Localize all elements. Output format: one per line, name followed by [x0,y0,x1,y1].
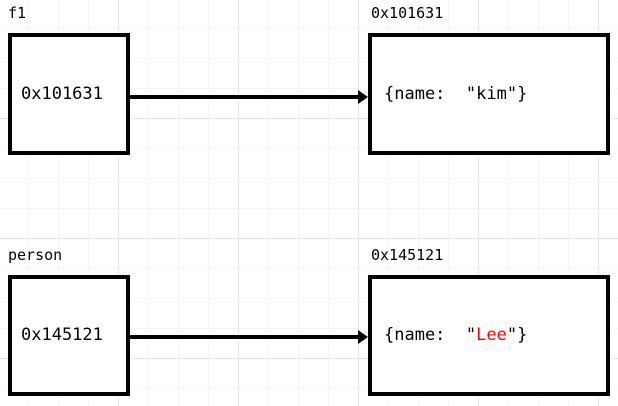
pointer-edge-f1 [130,95,361,99]
object-literal-prefix-kim: {name: " [384,83,477,104]
object-box-0x101631[interactable]: {name: "kim"} [368,33,610,155]
variable-label-f1: f1 [8,4,27,22]
object-name-value-kim: kim [476,83,507,104]
object-literal-lee: {name: "Lee"} [372,327,527,344]
object-name-value-lee: Lee [476,325,507,345]
variable-box-person[interactable]: 0x145121 [8,275,130,396]
variable-value-person: 0x145121 [21,325,103,345]
pointer-edge-person [130,335,361,339]
pointer-arrowhead-f1 [358,90,368,104]
variable-box-f1[interactable]: 0x101631 [8,33,130,155]
variable-value-f1: 0x101631 [21,83,103,104]
variable-label-person: person [8,246,63,264]
object-literal-suffix-lee: "} [506,325,528,345]
object-literal-prefix-lee: {name: " [384,325,477,345]
object-label-0x101631: 0x101631 [371,4,444,22]
object-box-0x145121[interactable]: {name: "Lee"} [368,275,610,396]
pointer-arrowhead-person [358,330,368,344]
object-literal-suffix-kim: "} [506,83,528,104]
object-label-0x145121: 0x145121 [371,246,444,264]
object-literal-kim: {name: "kim"} [372,83,528,104]
